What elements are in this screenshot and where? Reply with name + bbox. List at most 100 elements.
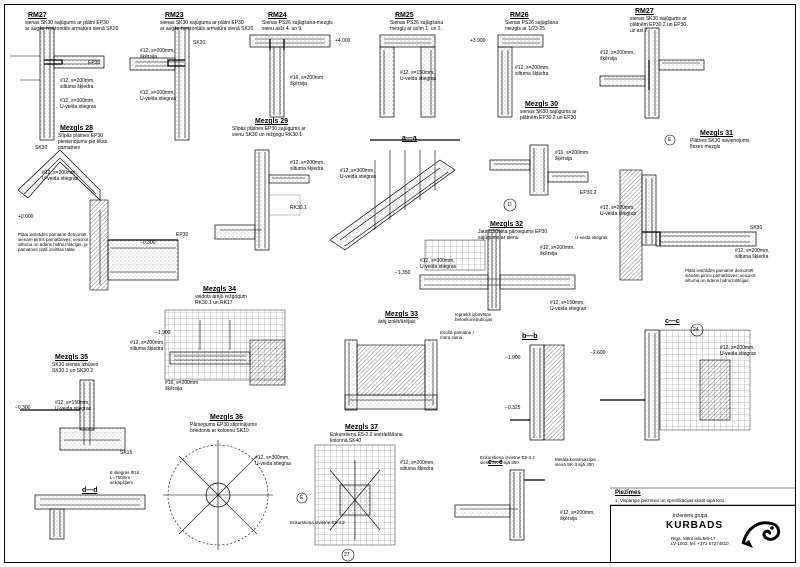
label-rebar-12: #16, s=200mm šķērsija: [555, 150, 589, 162]
elev-1: +4.000: [335, 38, 351, 44]
detail-section-bb: [510, 344, 565, 441]
label-rebar-4: #12, s=200mm, U-veida stiegras: [140, 90, 177, 102]
title-mezgls-31: Mezgls 31: [700, 130, 734, 137]
note-mezgls-28: Plātu iestrādes pamatnē demontēt sienam …: [18, 232, 89, 252]
label-rebar-14: #12, s=200mm, siltuma šķiedra: [735, 248, 770, 260]
label-rk30: RK30.1: [290, 205, 307, 211]
label-mezgls-34-sub: veidots ārējo režģogum RK30.1 un RK17: [195, 294, 247, 306]
stamp-company-line: inženieru grupa: [673, 513, 708, 519]
detail-rm26: [497, 34, 544, 118]
detail-mezgls-30: [489, 144, 589, 196]
notes-item-1: 1. Vispārīgie piezīmes un specifikācijas…: [615, 498, 726, 503]
label-rebar-16: #12, s=200mm, šķērsija: [540, 245, 575, 257]
detail-section-aa: [329, 139, 460, 251]
label-mezgls-31-sub: Plātnes SK30 savienojums flexes mezgls: [690, 138, 750, 150]
label-rebar-2: #12, s=300mm, U-veida stiegras: [60, 98, 97, 110]
detail-section-ee: [454, 469, 545, 541]
title-section-ee: e—e: [488, 459, 503, 466]
title-mezgls-32: Mezgls 32: [490, 221, 524, 228]
elev-2: +3.900: [470, 38, 486, 44]
title-mezgls-37: Mezgls 37: [345, 424, 379, 431]
label-rm25-sub: Sienas PS26 sajūgšana mezgls ar asīm 1. …: [390, 20, 444, 32]
label-rebar-1: #12, s=200mm, siltuma šķiedra: [60, 78, 95, 90]
circle-label-24: 24: [693, 327, 699, 333]
note-enkur-2: Enkurstieņa izvietne E5-3.2: [290, 520, 345, 525]
elev-7: −0.325: [505, 405, 521, 411]
title-mezgls-28: Mezgls 28: [60, 125, 94, 132]
label-rebar-17: #12, s=150mm, U-veida stiegras: [550, 300, 587, 312]
label-rebar-3: #12, s=200mm, šķērsija: [140, 48, 175, 60]
detail-rm23: [129, 27, 190, 141]
label-rebar-19: #16, s=200mm šķērsija: [165, 380, 199, 392]
label-mezgls-35-sub: SK30 sienas izbūves SK30.1 un SK30.2: [52, 362, 99, 374]
label-mezgls-36-sub: Pārsegums EP30 stiprinājums briedonis ar…: [190, 422, 257, 434]
label-ep30-2: EP30.2: [580, 190, 597, 196]
elev-10: −1.900: [505, 355, 521, 361]
note-mezgls-36: 8 stiegras Φ16 L=750mm ar kāpšļiem: [110, 470, 140, 485]
title-rm23: RM23: [165, 12, 184, 19]
label-rebar-6: #12, s=150mm, U-veida stiegras: [400, 70, 437, 82]
label-ep30-a: EP30: [88, 60, 101, 66]
title-mezgls-30: Mezgls 30: [525, 101, 559, 108]
title-stamp: inženieru grupa KURBADS Rīga, Mēru iela …: [610, 505, 796, 563]
title-mezgls-29: Mezgls 29: [255, 118, 289, 125]
title-mezgls-33: Mezgls 33: [385, 311, 419, 318]
title-rm25: RM25: [395, 12, 414, 19]
note-metal-1: Metāla konstrukcijas sienā SK-3 sijā 300: [555, 457, 596, 467]
circle-label-e2: E: [668, 137, 672, 143]
note-uveida: U-veida stiegras: [575, 235, 608, 240]
drawing-sheet: [4, 4, 796, 563]
label-rebar-8: #12, s=200mm, šķērsija: [600, 50, 635, 62]
label-mezgls-32-sub: Jaunizbūvēta pārsegums EP30 sajūgums ar …: [478, 229, 548, 241]
label-mezgls-29-sub: Slīpās plātnes EP30 sajūgums ar sienu SK…: [232, 126, 306, 138]
label-rebar-22: #12, s=200mm, siltuma šķiedra: [400, 460, 435, 472]
note-mezgls-31: Plātu iestrādes pamatnē demontēt sienām …: [685, 268, 756, 283]
detail-section-dd: [34, 494, 146, 540]
detail-mezgls-36: [163, 440, 273, 550]
elev-9: −0.300: [15, 405, 31, 411]
label-mezgls-33-sub: ārēj izolēt/ārējais: [378, 319, 416, 325]
elev-6: −1.900: [155, 330, 171, 336]
kurbads-logo-icon: [741, 521, 781, 548]
stamp-address: Rīga, Mēru iela 5/6-17 LV-1002, tel. +37…: [671, 536, 729, 546]
detail-rm25: [379, 34, 436, 118]
elev-5: −1.350: [395, 270, 411, 276]
detail-mezgls-29: [214, 149, 310, 251]
title-rm27-left: RM27: [28, 12, 47, 19]
label-rebar-20: #12, s=150mm, U-veida stiegras: [55, 400, 92, 412]
label-ep30-b: EP30: [176, 232, 189, 238]
detail-mezgls-34: [164, 309, 286, 386]
title-rm24: RM24: [268, 12, 287, 19]
label-mezgls-37-sub: Enkurstieņu E5-2.2 iestrādāšana kolonnā …: [330, 432, 403, 444]
label-rm26-sub: Sienas PS26 sajūgšana mezgls ar 1/23-25: [505, 20, 559, 32]
detail-section-cc: [600, 329, 751, 441]
label-sk30-b: SK30: [750, 225, 763, 231]
label-rebar-23: #12, s=200mm, šķērsija: [560, 510, 595, 522]
elev-4: −0.300: [140, 240, 156, 246]
title-section-aa: a—a: [402, 135, 417, 142]
title-mezgls-34: Mezgls 34: [203, 286, 237, 293]
circle-label-e: E: [300, 495, 304, 501]
detail-mezgls-37: [314, 444, 396, 546]
detail-mezgls-33: [344, 339, 438, 411]
label-rebar-13: #12, s=200mm, U-veida stiegras: [600, 205, 637, 217]
notes-heading: Piezīmes: [615, 490, 641, 496]
label-rebar-5: #16, s=200mm šķērsija: [290, 75, 324, 87]
label-sk20-a: SK20: [193, 40, 206, 46]
label-rm23-sub: sienas SK30 sajūgums ar plātni EP30 ar a…: [160, 20, 254, 32]
note-enkur-1: Enkurstieņa izvietne E5-3.2 sienā SK-3 s…: [480, 455, 535, 465]
stamp-company: KURBADS: [666, 520, 723, 531]
detail-mezgls-28: [17, 149, 179, 291]
elev-8: −2.600: [590, 350, 606, 356]
detail-rm27-right: [599, 27, 705, 119]
label-rebar-10: #12, s=200mm, siltuma šķiedra: [290, 160, 325, 172]
detail-mezgls-35: [20, 379, 126, 451]
note-mezgls-32: Iepriekš izbūvētas betonkonstrukcijas: [455, 312, 493, 322]
detail-rm24: [249, 34, 331, 118]
detail-rm27-left: [10, 27, 105, 141]
detail-mezgls-32: [419, 229, 576, 311]
label-rebar-15: #12, s=300mm, U-veida stiegras: [420, 258, 457, 270]
circle-label-d: D: [508, 202, 512, 208]
note-mezgls-33: Esošā pamatne / mūra siena: [440, 330, 474, 340]
